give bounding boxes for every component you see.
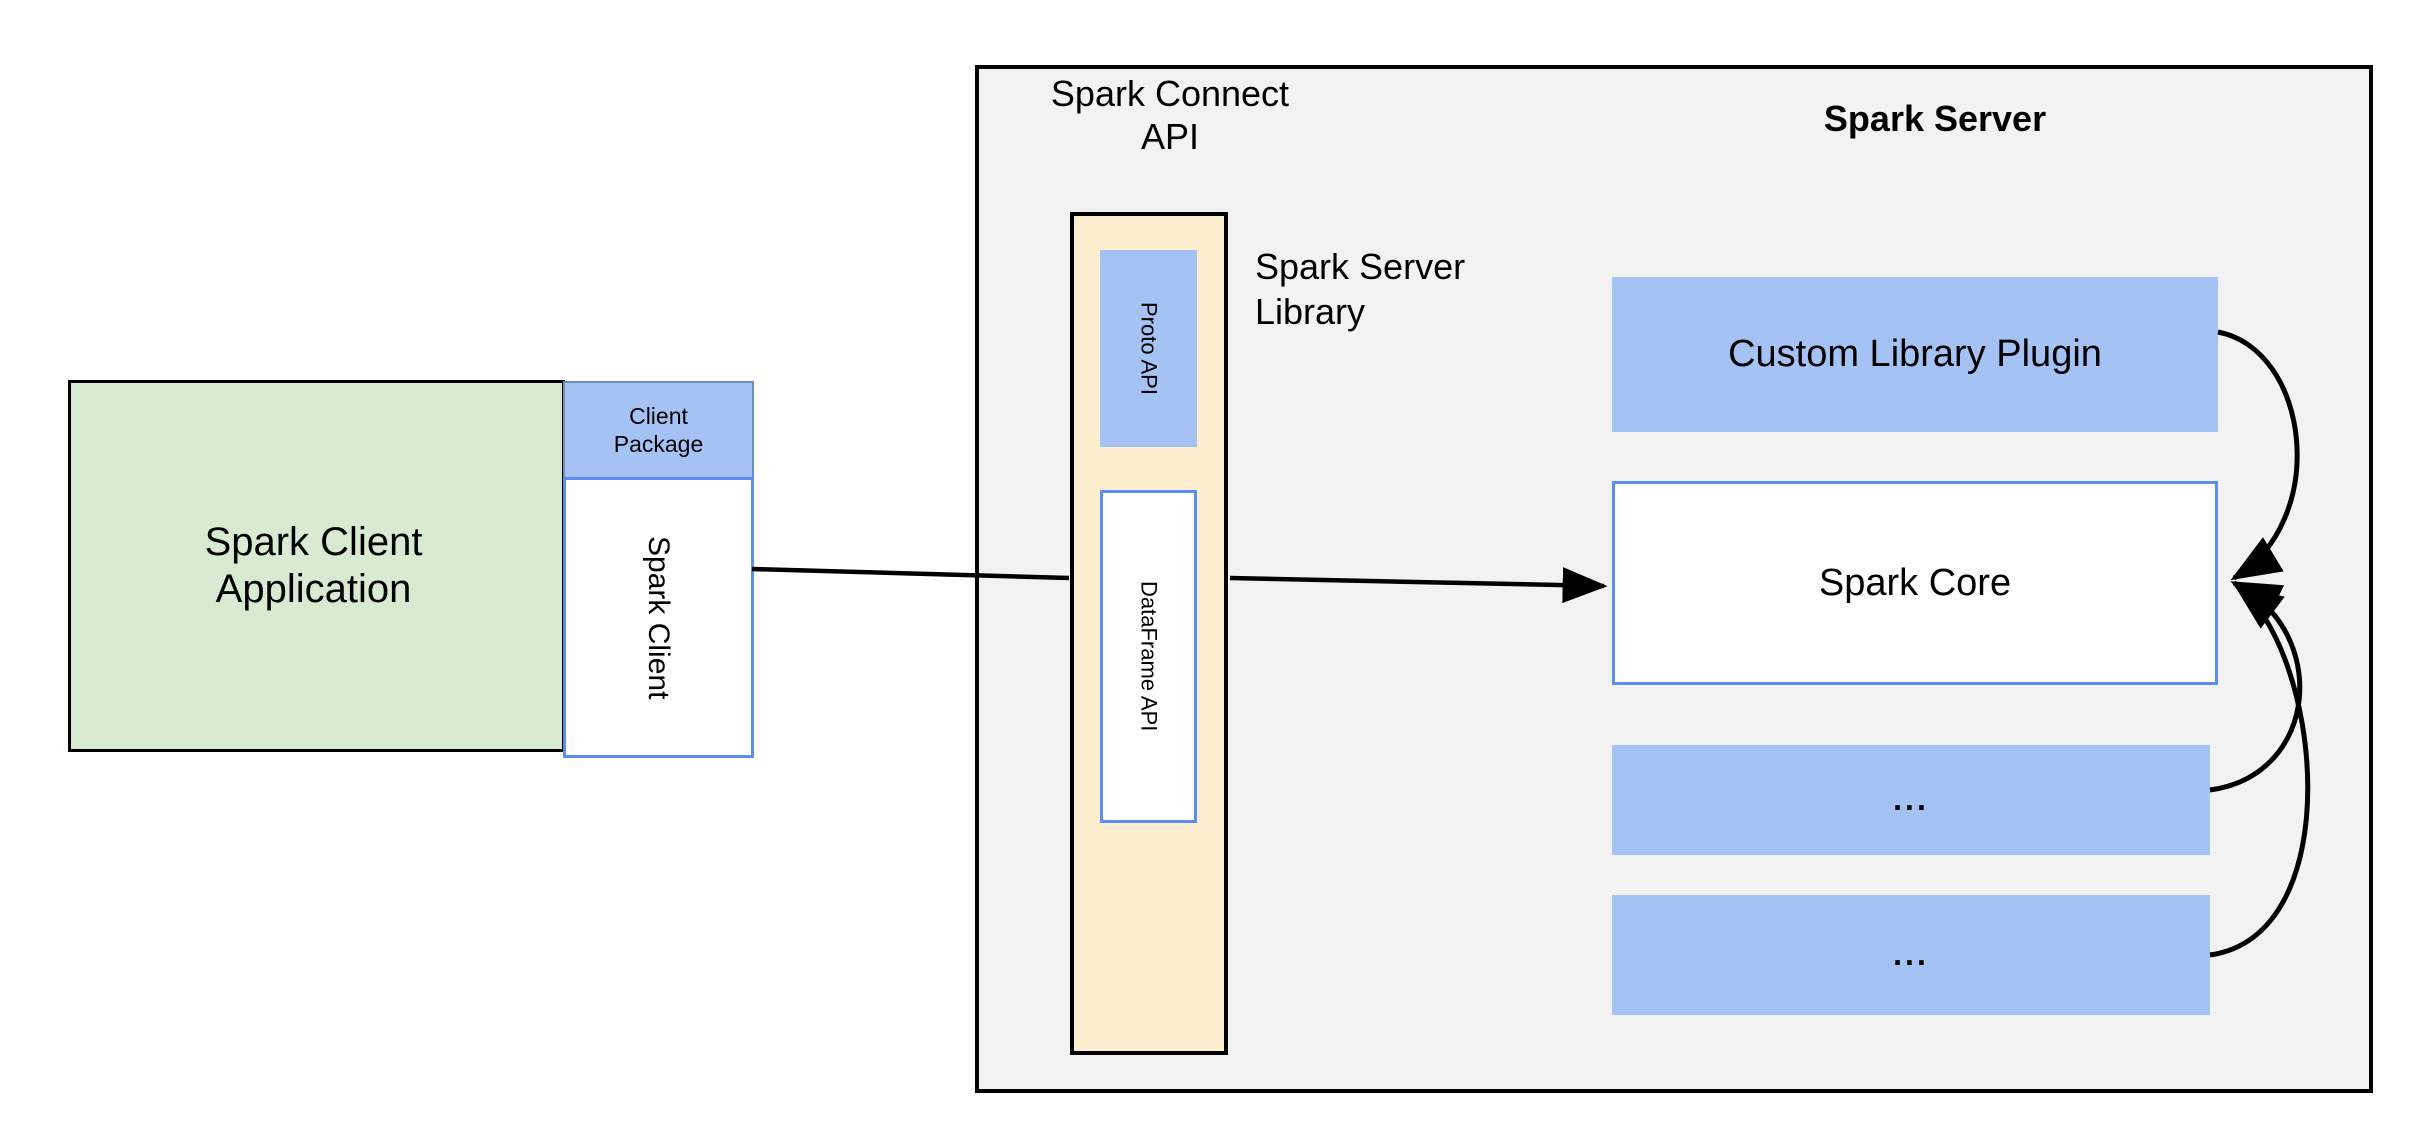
spark-client-label: Spark Client xyxy=(642,535,676,700)
spark-server-library-label-line2: Library xyxy=(1255,291,1366,332)
custom-library-plugin-block[interactable]: Custom Library Plugin xyxy=(1612,277,2218,432)
client-package-label-line2: Package xyxy=(613,430,704,457)
spark-server-library-label-line1: Spark Server xyxy=(1255,246,1466,287)
spark-connect-api-label-line1: Spark Connect xyxy=(1050,73,1290,114)
dataframe-api-block[interactable]: DataFrame API xyxy=(1100,490,1197,823)
spark-client-application-label-line2: Application xyxy=(215,567,412,611)
spark-client-block[interactable]: Spark Client xyxy=(563,477,754,758)
spark-connect-api-label: Spark Connect API xyxy=(1005,72,1335,158)
dataframe-api-label: DataFrame API xyxy=(1136,581,1162,732)
spark-core-label: Spark Core xyxy=(1818,561,2012,604)
spark-core-block[interactable]: Spark Core xyxy=(1612,481,2218,685)
proto-api-block[interactable]: Proto API xyxy=(1100,250,1197,447)
proto-api-label: Proto API xyxy=(1136,302,1162,395)
custom-library-plugin-label: Custom Library Plugin xyxy=(1728,333,2102,376)
client-package-block[interactable]: Client Package xyxy=(563,381,754,478)
etc-block-2[interactable]: ... xyxy=(1612,895,2210,1015)
spark-server-title: Spark Server xyxy=(1823,98,2047,139)
spark-client-application-label-line1: Spark Client xyxy=(204,519,423,564)
spark-server-library-label: Spark Server Library xyxy=(1255,244,1555,334)
client-package-label-line1: Client xyxy=(629,403,688,430)
spark-connect-api-label-line2: API xyxy=(1140,116,1200,158)
client-package-label: Client Package xyxy=(614,403,704,457)
etc-block-1-label: ... xyxy=(1893,781,1929,818)
spark-client-application-label: Spark Client Application xyxy=(205,519,429,613)
spark-client-application-block[interactable]: Spark Client Application xyxy=(68,380,565,752)
etc-block-1[interactable]: ... xyxy=(1612,745,2210,855)
etc-block-2-label: ... xyxy=(1893,936,1929,973)
